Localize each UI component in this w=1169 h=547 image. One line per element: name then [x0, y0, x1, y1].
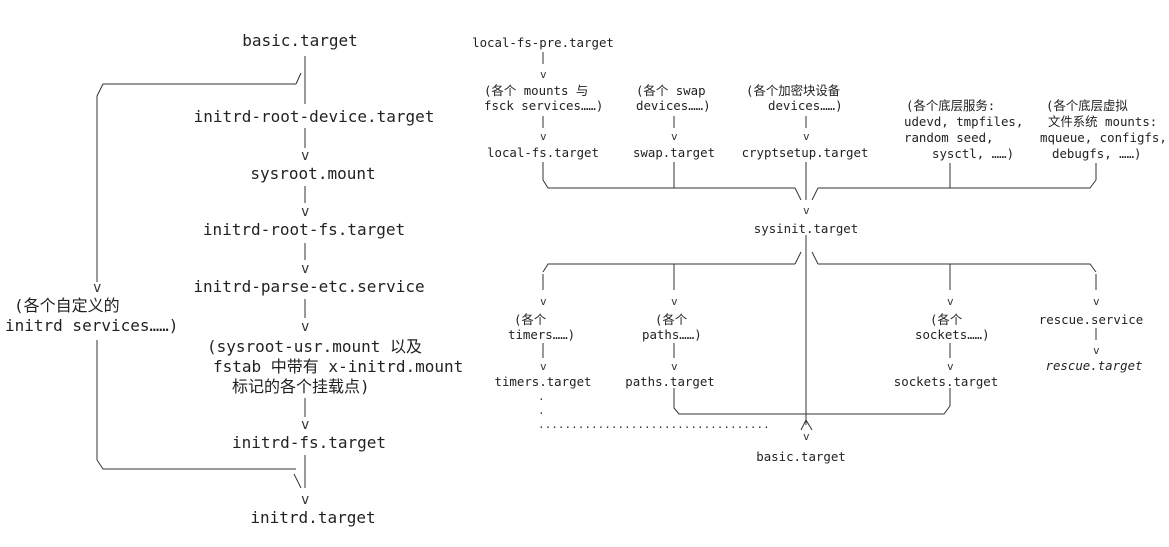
left-arrow-6: v	[301, 492, 309, 508]
svg-text:.: .	[538, 404, 545, 417]
mounts-line-1: (各个 mounts 与	[484, 83, 589, 98]
timers-target: timers.target	[494, 374, 592, 389]
local-fs-target: local-fs.target	[487, 145, 599, 160]
timers-line-1: (各个	[514, 312, 547, 327]
svg-text:v: v	[540, 68, 547, 81]
lowlevel-line-2: udevd, tmpfiles,	[904, 114, 1024, 129]
left-arrow-1: v	[301, 148, 309, 164]
paths-line-1: (各个	[655, 312, 688, 327]
left-branch-top	[96, 83, 296, 97]
svg-text:v: v	[671, 295, 678, 308]
left-arrow-5: v	[301, 417, 309, 433]
initrd-root-device-target: initrd-root-device.target	[193, 107, 435, 126]
sysroot-usr-line-1: (sysroot-usr.mount 以及	[207, 337, 423, 356]
svg-text:v: v	[671, 130, 678, 143]
svg-text:..............................: ...................................	[538, 418, 770, 431]
svg-text:v: v	[540, 295, 547, 308]
vfs-line-2: 文件系统 mounts:	[1048, 114, 1158, 129]
left-arrow-3: v	[301, 261, 309, 277]
paths-target: paths.target	[625, 374, 715, 389]
custom-services-line-2: initrd services……)	[5, 316, 179, 335]
right-basic-target: basic.target	[756, 449, 846, 464]
mounts-line-2: fsck services……)	[484, 98, 604, 113]
left-branch-bottom	[96, 459, 296, 470]
rescue-target: rescue.target	[1045, 358, 1143, 373]
left-merge-diag	[293, 473, 302, 489]
crypt-line-2: devices……)	[768, 98, 843, 113]
local-fs-pre-target: local-fs-pre.target	[472, 35, 614, 50]
sockets-line-1: (各个	[930, 312, 963, 327]
sysroot-mount: sysroot.mount	[250, 164, 376, 183]
svg-text:v: v	[947, 360, 954, 373]
svg-text:v: v	[1093, 344, 1100, 357]
left-basic-target: basic.target	[242, 31, 358, 50]
vfs-line-1: (各个底层虚拟	[1046, 98, 1128, 113]
left-arrow-4: v	[301, 319, 309, 335]
svg-text:v: v	[1093, 295, 1100, 308]
left-side-arrow: v	[93, 280, 101, 296]
lowlevel-line-4: sysctl, ……)	[932, 146, 1015, 161]
swap-line-1: (各个 swap	[636, 83, 706, 98]
sysinit-target: sysinit.target	[753, 221, 859, 236]
initrd-parse-etc-service: initrd-parse-etc.service	[193, 277, 425, 296]
svg-text:v: v	[803, 130, 810, 143]
custom-services-line-1: (各个自定义的	[14, 296, 120, 315]
left-arrow-2: v	[301, 204, 309, 220]
left-branch-diag-top	[295, 72, 302, 85]
cryptsetup-target: cryptsetup.target	[741, 145, 869, 160]
svg-text:v: v	[540, 360, 547, 373]
svg-text:v: v	[803, 430, 810, 443]
crypt-line-1: (各个加密块设备	[746, 83, 841, 98]
sysroot-usr-line-2: fstab 中带有 x-initrd.mount	[213, 357, 464, 376]
svg-text:.: .	[538, 390, 545, 403]
svg-text:v: v	[803, 204, 810, 217]
svg-text:v: v	[947, 295, 954, 308]
paths-line-2: paths……)	[642, 327, 702, 342]
lowlevel-line-3: random seed,	[904, 130, 994, 145]
svg-text:v: v	[671, 360, 678, 373]
swap-target: swap.target	[632, 145, 716, 160]
swap-line-2: devices……)	[636, 98, 711, 113]
sockets-line-2: sockets……)	[915, 327, 990, 342]
timers-line-2: timers……)	[508, 327, 576, 342]
sockets-target: sockets.target	[893, 374, 999, 389]
initrd-root-fs-target: initrd-root-fs.target	[202, 220, 406, 239]
initrd-target: initrd.target	[250, 508, 376, 527]
initrd-fs-target: initrd-fs.target	[231, 433, 387, 452]
svg-text:v: v	[540, 130, 547, 143]
rescue-service: rescue.service	[1038, 312, 1144, 327]
vfs-line-3: mqueue, configfs,	[1040, 130, 1167, 145]
lowlevel-line-1: (各个底层服务:	[906, 98, 996, 113]
sysroot-usr-line-3: 标记的各个挂载点)	[232, 377, 370, 396]
vfs-line-4: debugfs, ……)	[1052, 146, 1142, 161]
